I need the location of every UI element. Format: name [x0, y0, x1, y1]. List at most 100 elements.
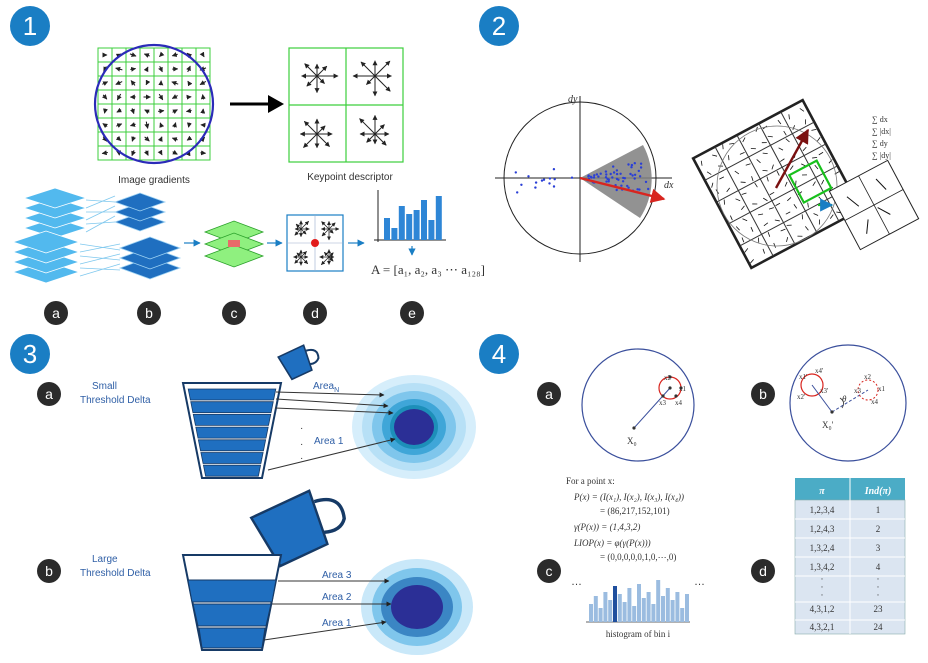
- liop-line-5: = (0,0,0,0,0,1,0,⋯,0): [600, 552, 676, 562]
- gradient-arrow: [103, 108, 108, 114]
- rotated-gradient-arrow: [801, 214, 803, 220]
- pyramid-link: [79, 243, 121, 251]
- rotated-gradient-arrow: [763, 222, 769, 227]
- axis-label-dx: dx: [664, 180, 674, 191]
- step-d-letter: d: [311, 305, 319, 321]
- liop-line-2: = (86,217,152,101): [600, 506, 670, 516]
- liop-sample-a: [581, 348, 695, 462]
- rotated-gradient-arrow: [751, 176, 754, 182]
- step-d-badge: [303, 301, 327, 325]
- gradient-arrow: [115, 135, 122, 142]
- panel-1: 1 Image gradients Keypoint descriptor: [10, 6, 485, 325]
- rotated-gradient-arrow: [773, 242, 776, 248]
- image-gradients-label: Image gradients: [118, 175, 190, 186]
- descriptor-bin-bar: [398, 206, 405, 240]
- gradient-sample-point: [626, 184, 629, 188]
- liop-line-3: γ(P(x)) = (1,4,3,2): [574, 522, 640, 532]
- gradient-arrow: [143, 53, 150, 58]
- panel-4c-badge: [537, 559, 561, 583]
- step-d-orientation: [286, 214, 344, 272]
- table-cell-dots: ·: [821, 590, 824, 600]
- gradient-sample-point: [592, 176, 596, 179]
- pyramid-link: [79, 243, 121, 253]
- liop-bin-bar: [685, 594, 689, 622]
- pt-b-x2p: x2': [797, 393, 805, 401]
- liop-bin-bar: [608, 600, 613, 622]
- bucket-b: [181, 554, 283, 651]
- liop-line-1: P(x) = (I(x₁), I(x₂), I(x₃), I(x₄)): [573, 492, 684, 502]
- rotated-gradient-arrow: [821, 179, 825, 185]
- panel-3b-letter: b: [45, 563, 53, 579]
- step-a-pyramid: [11, 187, 88, 284]
- center-x0-prime: X₀': [822, 420, 834, 430]
- gradient-sample-point: [548, 177, 552, 180]
- label-area-3: Area 3: [322, 570, 352, 581]
- gradient-arrow: [186, 65, 191, 73]
- gradient-sample-point: [514, 171, 517, 174]
- pyramid-link: [85, 199, 116, 203]
- rotated-gradient-arrow: [739, 152, 745, 155]
- table-cell: 1,2,4,3: [810, 524, 835, 534]
- rotated-gradient-arrow: [780, 228, 786, 232]
- table-cell: 24: [874, 622, 884, 632]
- gradient-sample-point: [630, 163, 634, 167]
- orientation-bin-arrow: [300, 251, 307, 258]
- gradient-sample-point: [609, 172, 612, 176]
- gradient-sample-point: [552, 168, 556, 171]
- pyramid-link: [79, 263, 121, 277]
- gradient-arrow: [172, 109, 178, 115]
- gradient-sample-point: [638, 175, 642, 178]
- gradient-arrow: [115, 66, 123, 72]
- liop-bin-bar: [670, 600, 675, 622]
- step-c-letter: c: [231, 305, 238, 321]
- water-layer: [202, 464, 262, 477]
- table-header-pi: π: [819, 486, 825, 497]
- rotated-gradient-arrow: [742, 218, 748, 222]
- rotated-gradient-arrow: [763, 197, 768, 202]
- gradient-arrow: [145, 79, 151, 86]
- panel-3a-badge: [37, 382, 61, 406]
- liop-bin-bar: [651, 604, 656, 622]
- table-cell-dots: ·: [877, 574, 880, 584]
- step-e-histogram: [374, 190, 446, 256]
- gradient-sample-point: [595, 173, 599, 176]
- orientation-bin-arrow: [294, 256, 302, 264]
- gradient-sample-point: [627, 163, 630, 166]
- gradient-sample-point: [570, 176, 574, 179]
- rotated-gradient-arrow: [787, 197, 792, 202]
- grid-line: [714, 146, 774, 257]
- gradient-sample-point: [604, 176, 608, 179]
- sum-abs-dx: ∑ |dx|: [872, 127, 891, 136]
- orientation-bin-arrow: [328, 222, 336, 230]
- descriptor-bin-arrow: [316, 133, 330, 147]
- pyramid-link: [85, 195, 116, 209]
- orientation-bin-arrow: [300, 228, 307, 235]
- gradient-arrow: [143, 150, 149, 156]
- rotated-gradient-arrow: [788, 114, 790, 120]
- gradient-sample-point: [587, 174, 590, 177]
- gradient-arrow: [171, 81, 179, 86]
- rotated-gradient-arrow: [706, 171, 712, 175]
- panel-3a-title-line2: Threshold Delta: [80, 395, 151, 406]
- grid-line: [758, 123, 818, 234]
- rotated-gradient-arrow: [774, 219, 780, 222]
- descriptor-bin-arrow: [359, 118, 376, 135]
- gradient-arrow: [116, 107, 122, 113]
- pt-a-x1: x1: [679, 385, 687, 393]
- rotated-gradient-arrow: [780, 158, 785, 162]
- rotated-gradient-arrow: [700, 160, 703, 166]
- pyramid-link: [85, 205, 116, 221]
- gradient-arrow: [130, 108, 135, 115]
- pyramid-link: [79, 267, 121, 271]
- gradient-sample-point: [644, 180, 648, 184]
- gradient-arrow: [159, 122, 165, 128]
- histogram-label: histogram of bin i: [606, 629, 671, 639]
- extrema-pixel: [228, 240, 240, 247]
- rotated-gradient-arrow: [726, 187, 730, 193]
- gradient-sample-point: [621, 180, 625, 183]
- gradient-arrow: [199, 51, 205, 58]
- orientation-bin-arrow: [294, 228, 302, 236]
- rotated-gradient-arrow: [750, 148, 756, 150]
- grid-line: [739, 187, 850, 247]
- panel-2-badge: [479, 6, 519, 46]
